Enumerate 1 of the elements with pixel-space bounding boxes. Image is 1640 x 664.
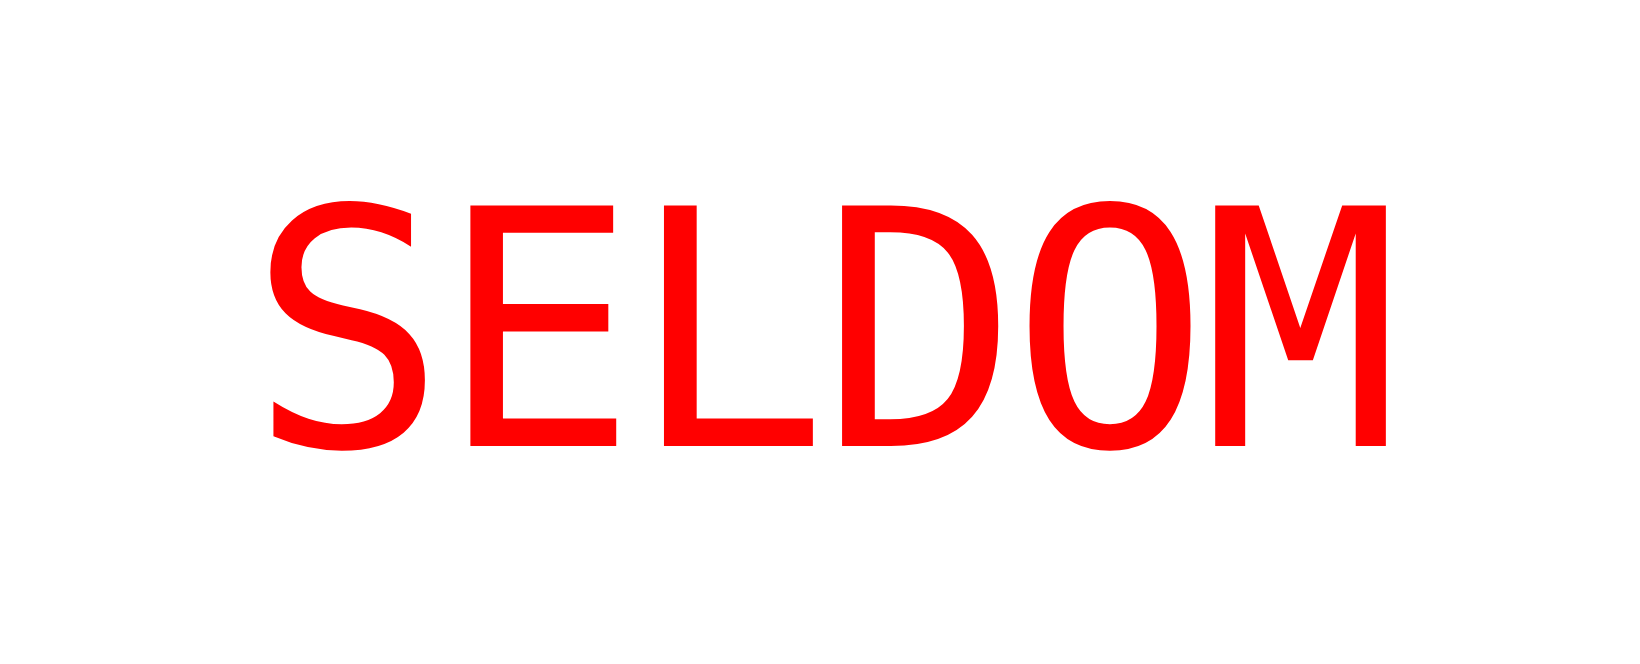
display-text: SELDOM (247, 167, 1393, 497)
